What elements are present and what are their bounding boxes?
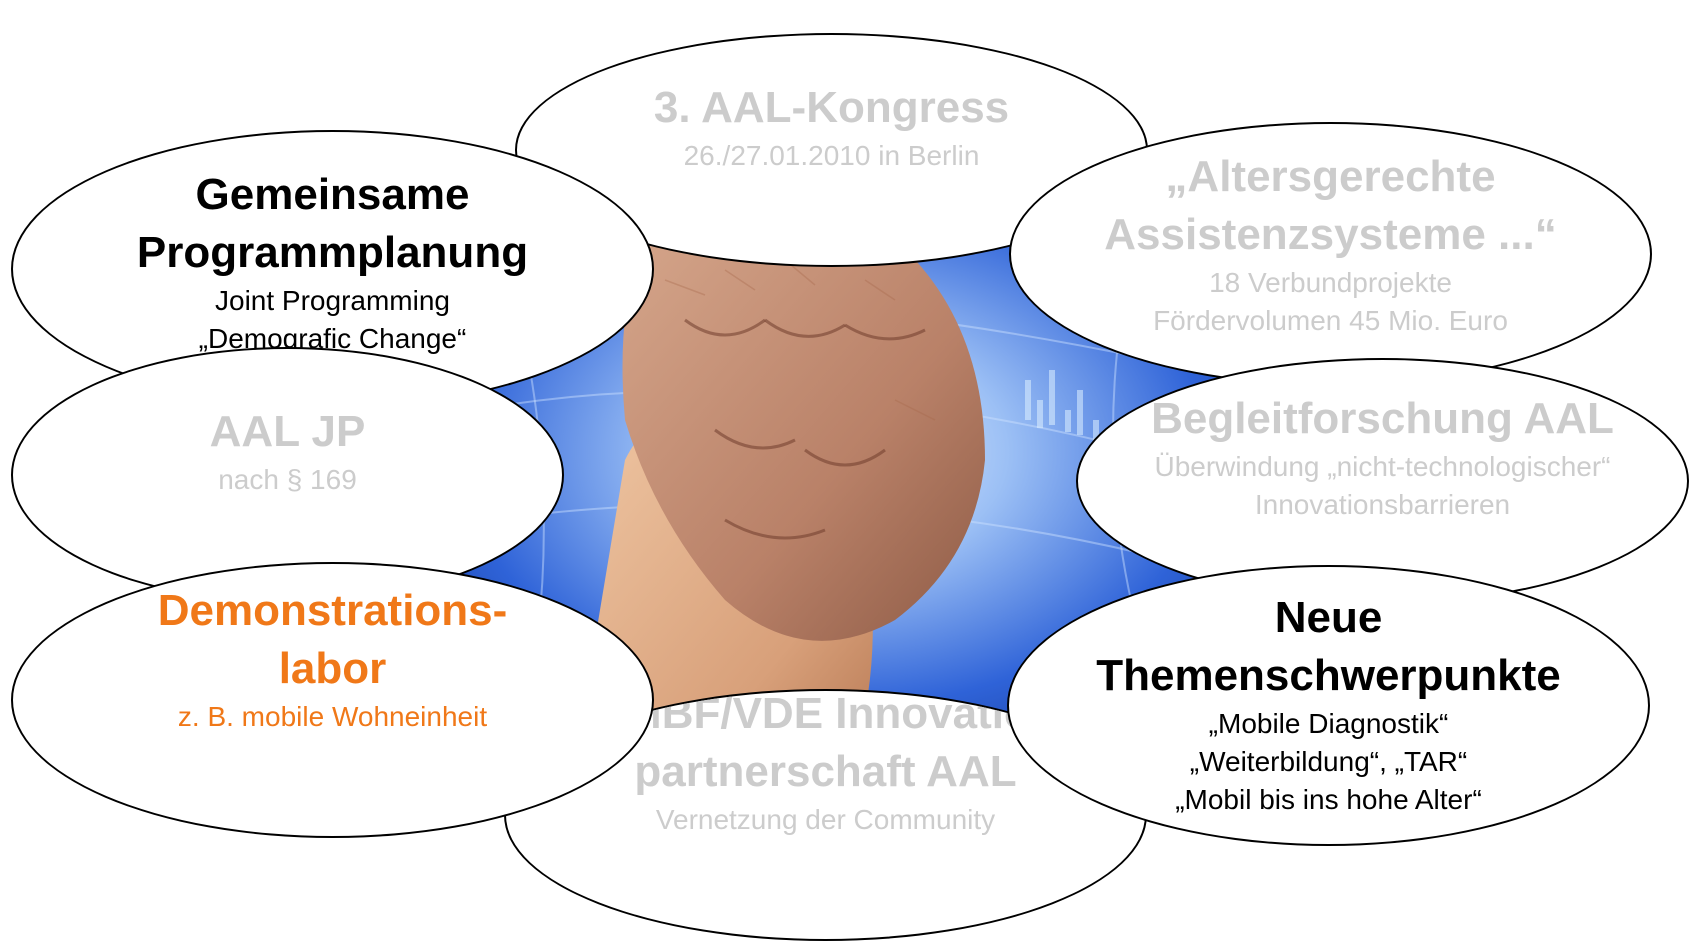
bubble-title-line-1: „Altersgerechte [1165, 152, 1496, 201]
bubble-subtitle-line-2: Fördervolumen 45 Mio. Euro [1153, 305, 1508, 336]
bubble-subtitle: z. B. mobile Wohneinheit [177, 701, 488, 732]
bubble-title-line-2: Assistenzsysteme ...“ [1104, 210, 1557, 259]
bubble-subtitle-line-1: Überwindung „nicht-technologischer“ [1154, 451, 1611, 482]
bubble-aal-jp: AAL JP nach § 169 [11, 347, 564, 603]
bubble-subtitle: Vernetzung der Community [655, 804, 996, 835]
bubble-demonstrationslabor: Demonstrations- labor z. B. mobile Wohne… [11, 562, 654, 838]
bubble-subtitle: 26./27.01.2010 in Berlin [683, 140, 980, 171]
bubble-subtitle-line-2: „Weiterbildung“, „TAR“ [1189, 746, 1468, 777]
bubble-subtitle-line-3: „Mobil bis ins hohe Alter“ [1175, 784, 1482, 815]
bubble-subtitle: nach § 169 [218, 464, 357, 495]
bubble-title-line-2: Themenschwerpunkte [1096, 651, 1561, 700]
bubble-title-line-1: Demonstrations- [157, 586, 508, 635]
bubble-altersgerechte-assistenzsysteme: „Altersgerechte Assistenzsysteme ...“ 18… [1009, 122, 1652, 386]
bubble-title-line-2: Programmplanung [136, 228, 529, 277]
bubble-title: AAL JP [209, 407, 366, 456]
bubble-neue-themenschwerpunkte: Neue Themenschwerpunkte „Mobile Diagnost… [1007, 565, 1650, 846]
bubble-title-line-1: BMBF/VDE Innovation [593, 689, 1058, 738]
bubble-title: 3. AAL-Kongress [653, 83, 1010, 132]
bubble-title: Begleitforschung AAL [1151, 394, 1614, 443]
bubble-title-line-2: labor [278, 644, 387, 693]
bubble-subtitle-line-1: 18 Verbundprojekte [1209, 267, 1452, 298]
bubble-title-line-1: Neue [1274, 593, 1383, 642]
bubble-subtitle-line-1: „Mobile Diagnostik“ [1208, 708, 1449, 739]
bubble-subtitle-line-2: Innovationsbarrieren [1254, 489, 1511, 520]
bubble-title-line-1: Gemeinsame [195, 170, 470, 219]
bubble-begleitforschung: Begleitforschung AAL Überwindung „nicht-… [1076, 358, 1689, 604]
bubble-title-line-2: partnerschaft AAL [634, 747, 1017, 796]
bubble-subtitle-line-1: Joint Programming [215, 285, 450, 316]
